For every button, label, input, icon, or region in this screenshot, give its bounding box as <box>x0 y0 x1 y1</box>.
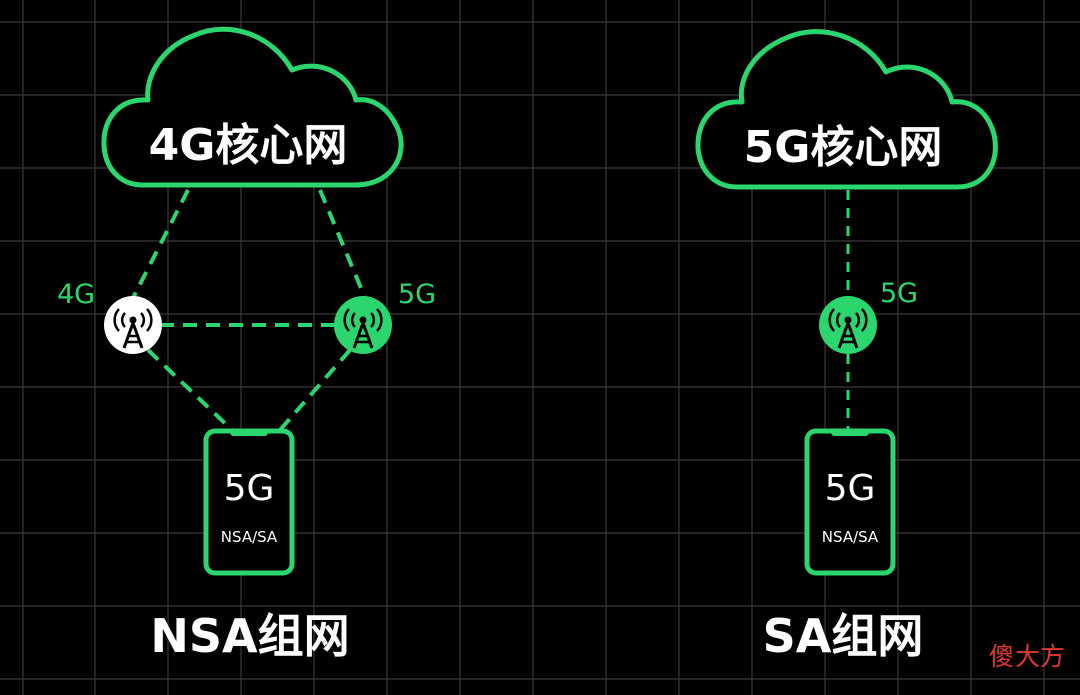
watermark-char: 傻 <box>989 642 1014 671</box>
watermark: 傻 大方 <box>989 642 1065 671</box>
core-network-cloud <box>695 29 998 190</box>
phone-network-label: 5G <box>825 468 876 509</box>
base-station-5g <box>819 296 877 354</box>
sa-network: 5G核心网 5G 5G NSA/SA SA组网 <box>695 29 998 663</box>
link-core-to-4g-station <box>130 189 190 301</box>
link-4g-station-to-phone <box>146 348 234 432</box>
core-network-label: 5G核心网 <box>744 122 943 173</box>
core-network-label: 4G核心网 <box>149 120 348 171</box>
nsa-network: 4G核心网 4G 5G 5G NSA/SA NSA组网 <box>57 26 436 663</box>
link-core-to-5g-station <box>318 189 368 301</box>
phone-mode-label: NSA/SA <box>221 528 278 546</box>
station-5g-label: 5G <box>398 279 436 310</box>
station-4g-label: 4G <box>57 279 95 310</box>
phone-network-label: 5G <box>224 468 275 509</box>
core-network-cloud <box>101 26 404 188</box>
base-station-4g <box>104 296 162 354</box>
nsa-caption: NSA组网 <box>150 609 349 663</box>
base-station-5g <box>334 296 392 354</box>
link-5g-station-to-phone <box>278 348 352 432</box>
watermark-text: 大方 <box>1015 642 1065 671</box>
station-5g-label: 5G <box>880 278 918 309</box>
sa-caption: SA组网 <box>763 609 924 663</box>
phone: 5G NSA/SA <box>203 428 295 576</box>
phone-mode-label: NSA/SA <box>822 528 879 546</box>
phone: 5G NSA/SA <box>804 428 896 576</box>
